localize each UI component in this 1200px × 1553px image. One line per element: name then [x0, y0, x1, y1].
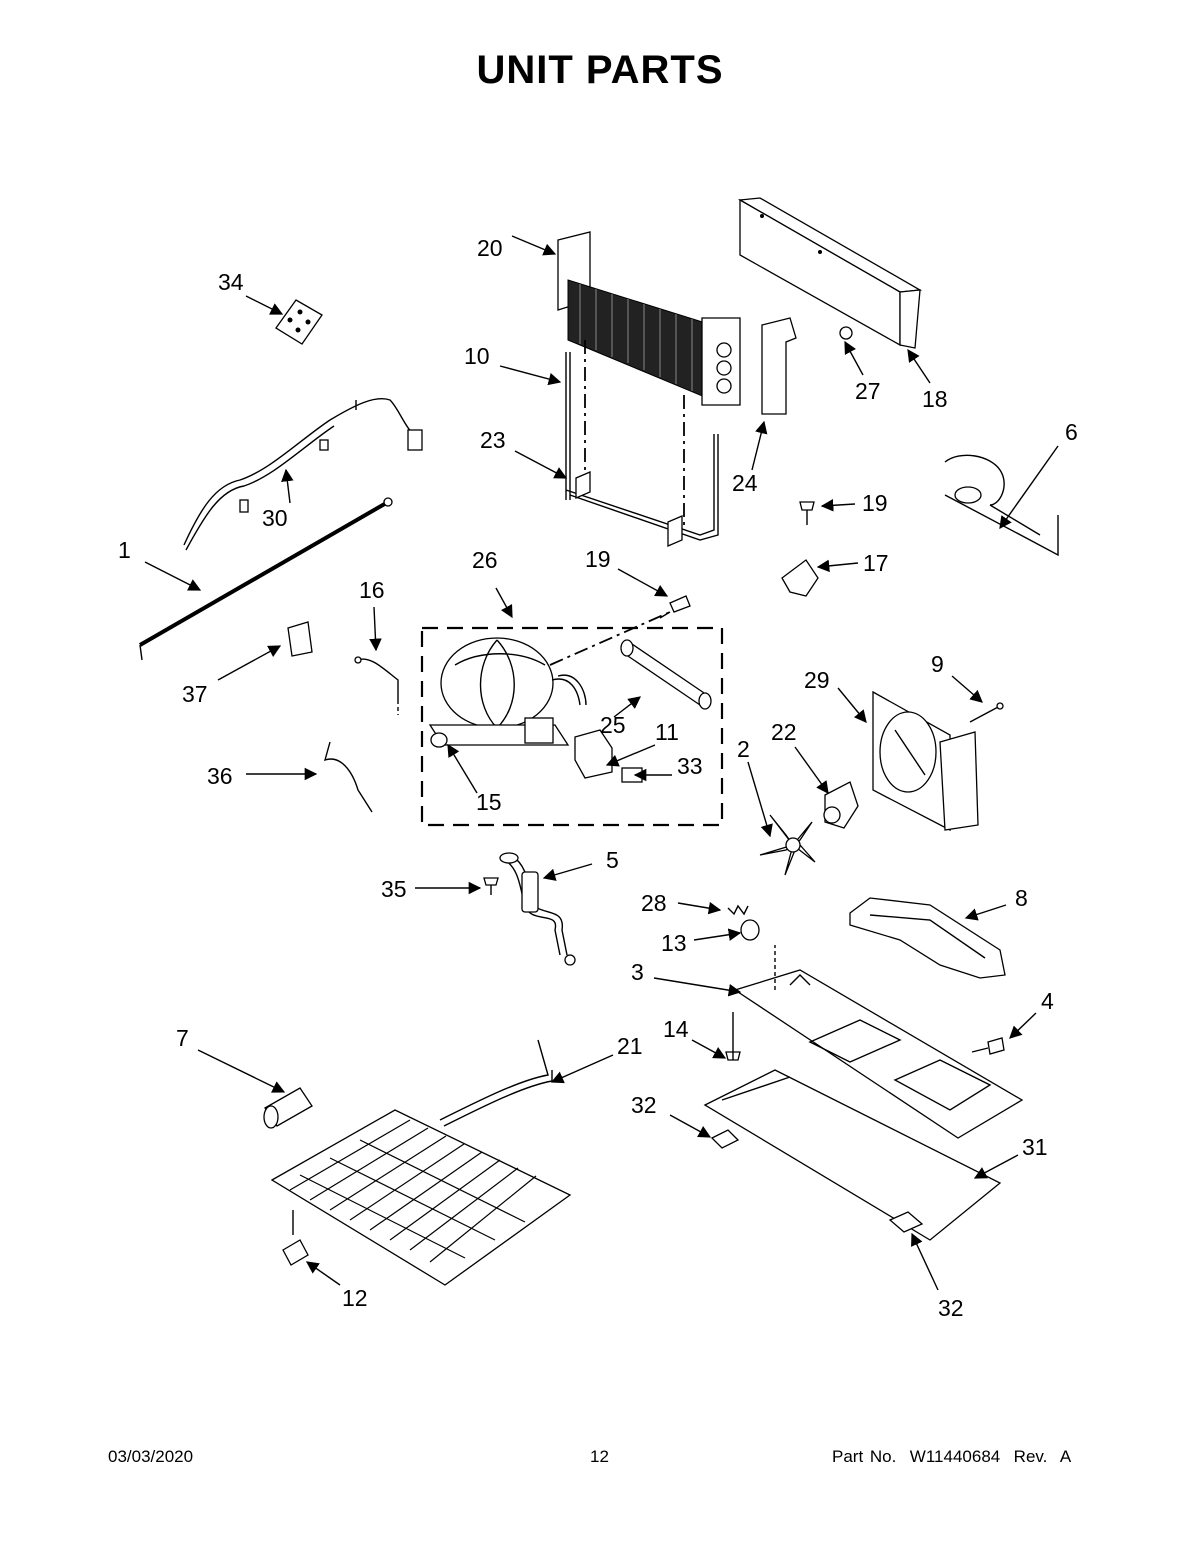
- part-27-screw: [839, 326, 853, 340]
- callout-9: 9: [931, 651, 944, 677]
- callout-leaders: [144, 235, 1059, 1291]
- part-18-condensate-pan: [737, 197, 923, 349]
- footer-part-number: Part No. W11440684 Rev. A: [832, 1447, 1072, 1466]
- callout-19-upper: 19: [862, 490, 888, 516]
- callout-8: 8: [1015, 885, 1028, 911]
- part-4-screw: [971, 1037, 1005, 1055]
- part-26-compressor-kit: [420, 626, 724, 827]
- part-32-foot-lower: [888, 1211, 924, 1233]
- part-31-panel: [703, 1069, 1002, 1241]
- part-37-clip: [287, 621, 313, 657]
- callout-21: 21: [617, 1033, 643, 1059]
- callout-11: 11: [655, 719, 679, 745]
- callout-22: 22: [771, 719, 797, 745]
- part-23-loop-tube: [565, 434, 719, 547]
- callout-32-lower: 32: [938, 1295, 964, 1321]
- page-title: UNIT PARTS: [476, 48, 724, 92]
- callout-12: 12: [342, 1285, 368, 1311]
- part-9-screw: [969, 702, 1004, 723]
- part-34-control-board: [275, 299, 323, 345]
- part-6-capillary-tube: [944, 454, 1059, 557]
- callout-29: 29: [804, 667, 830, 693]
- footer-date: 03/03/2020: [108, 1447, 194, 1466]
- callout-37: 37: [182, 681, 208, 707]
- callout-23: 23: [480, 427, 506, 453]
- part-30-wire-harness: [183, 398, 423, 551]
- part-2-fan-blade: [759, 814, 816, 876]
- callout-14: 14: [663, 1016, 689, 1042]
- part-11-relay: [574, 729, 613, 779]
- callout-3: 3: [631, 959, 644, 985]
- callout-17: 17: [863, 550, 889, 576]
- part-12-clip: [282, 1210, 309, 1266]
- part-13-grommet: [740, 919, 760, 941]
- part-25-drier: [620, 639, 712, 710]
- callout-19-lower: 19: [585, 546, 611, 572]
- part-21-condenser-coil: [270, 1039, 572, 1286]
- callout-15: 15: [476, 789, 502, 815]
- part-20-condenser: [557, 231, 741, 406]
- part-17-bracket: [781, 559, 819, 597]
- callout-24: 24: [732, 470, 758, 496]
- callout-32-upper: 32: [631, 1092, 657, 1118]
- callout-27: 27: [855, 378, 881, 404]
- part-35-screw: [483, 877, 499, 895]
- part-36-wire: [323, 741, 373, 813]
- part-7-insulation-tube: [263, 1087, 313, 1129]
- part-29-fan-shroud: [872, 690, 979, 832]
- callout-10: 10: [464, 343, 490, 369]
- part-32-foot-upper: [710, 1129, 740, 1149]
- callout-16: 16: [359, 577, 385, 603]
- callout-20: 20: [477, 235, 503, 261]
- part-5-water-valve: [499, 852, 576, 966]
- part-1-tube: [139, 497, 393, 661]
- callout-1: 1: [118, 537, 131, 563]
- callout-28: 28: [641, 890, 667, 916]
- part-8-drain-pan: [849, 897, 1006, 979]
- part-10-heater-wire: [565, 352, 571, 500]
- callout-33: 33: [677, 753, 703, 779]
- callout-18: 18: [922, 386, 948, 412]
- part-19-screw-upper: [799, 501, 815, 525]
- callout-36: 36: [207, 763, 233, 789]
- leader-compressor-drier: [549, 611, 671, 666]
- callout-6: 6: [1065, 419, 1078, 445]
- callout-26: 26: [472, 547, 498, 573]
- part-28-spring: [727, 904, 749, 916]
- callout-13: 13: [661, 930, 687, 956]
- callout-35: 35: [381, 876, 407, 902]
- part-16-clip-wire: [354, 656, 399, 715]
- part-22-fan-motor: [823, 781, 859, 829]
- callout-30: 30: [262, 505, 288, 531]
- part-15-grommet: [430, 732, 448, 748]
- callout-31: 31: [1022, 1134, 1048, 1160]
- part-19-screw-lower: [659, 595, 691, 619]
- callout-5: 5: [606, 847, 619, 873]
- callout-7: 7: [176, 1025, 189, 1051]
- callout-4: 4: [1041, 988, 1054, 1014]
- part-14-screw: [725, 1012, 741, 1061]
- part-3-base-plate: [733, 945, 1024, 1139]
- callout-2: 2: [737, 736, 750, 762]
- callout-34: 34: [218, 269, 244, 295]
- part-24-bracket: [761, 317, 797, 415]
- footer-page-number: 12: [590, 1447, 609, 1466]
- callout-25: 25: [600, 712, 626, 738]
